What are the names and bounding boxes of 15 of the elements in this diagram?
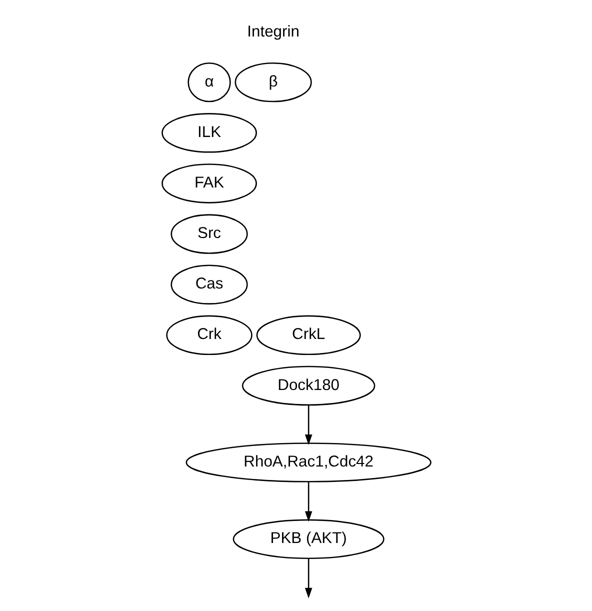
node-ellipse: Src: [170, 214, 248, 254]
node-ellipse: ILK: [161, 113, 256, 153]
node-circle: α: [187, 62, 230, 102]
node-ellipse: PKB (AKT): [232, 519, 384, 560]
node-ellipse: Cas: [170, 264, 248, 304]
label: Integrin: [246, 23, 299, 40]
arrow: [304, 482, 312, 522]
node-ellipse: CrkL: [256, 315, 360, 356]
node-ellipse: FAK: [161, 164, 256, 204]
node-ellipse: Dock180: [241, 366, 375, 406]
node-ellipse: Crk: [166, 315, 252, 356]
arrow: [304, 405, 312, 446]
arrow: [304, 558, 312, 598]
node-ellipse: RhoA,Rac1,Cdc42: [185, 442, 431, 482]
node-ellipse: β: [234, 62, 312, 102]
